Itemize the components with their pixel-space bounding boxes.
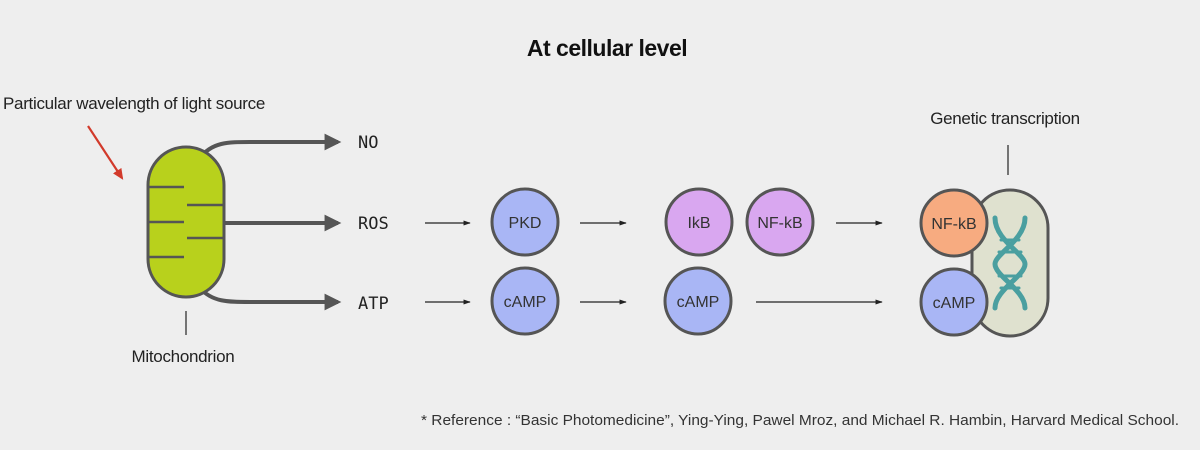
reference-note: * Reference : “Basic Photomedicine”, Yin…	[421, 412, 1179, 429]
no-label: NO	[358, 133, 378, 153]
dna-icon	[992, 215, 1028, 311]
nfkb-node: NF-kB	[745, 187, 815, 257]
mitochondrion	[146, 145, 226, 299]
ros-label: ROS	[358, 214, 389, 234]
camp-nucleus-label: cAMP	[933, 295, 976, 312]
camp-nucleus-node: cAMP	[919, 267, 989, 337]
mitochondrion-label: Mitochondrion	[132, 347, 235, 366]
nucleus	[970, 188, 1050, 338]
pkd-label: PKD	[509, 215, 542, 232]
camp-node: cAMP	[663, 266, 733, 336]
genetic-transcription-label: Genetic transcription	[930, 109, 1080, 128]
camp-label: cAMP	[504, 294, 547, 311]
camp-node: cAMP	[490, 266, 560, 336]
light-arrow	[87, 125, 124, 180]
nfkb-label: NF-kB	[757, 215, 802, 232]
pkd-node: PKD	[490, 187, 560, 257]
nfkb-nucleus-node: NF-kB	[919, 188, 989, 258]
no-output-arrow	[198, 133, 342, 160]
ikb-node: IkB	[664, 187, 734, 257]
nfkb-nucleus-label: NF-kB	[931, 216, 976, 233]
diagram-title: At cellular level	[527, 35, 687, 61]
camp-label: cAMP	[677, 294, 720, 311]
atp-output-arrow	[198, 286, 342, 311]
atp-label: ATP	[358, 294, 389, 314]
nucleus-body	[970, 188, 1050, 338]
light-source-label: Particular wavelength of light source	[3, 94, 265, 113]
ikb-label: IkB	[687, 215, 710, 232]
